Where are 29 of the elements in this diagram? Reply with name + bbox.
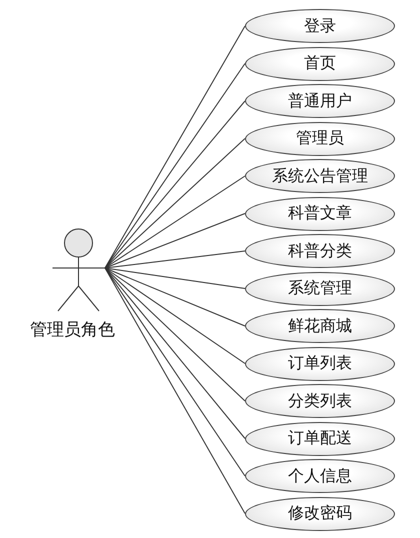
association-line [104,138,246,268]
use-case-ellipse: 系统管理 [245,272,395,306]
use-case-ellipse: 首页 [245,46,395,80]
use-case-ellipse: 修改密码 [245,496,395,530]
use-case-ellipse: 管理员 [245,122,395,156]
association-line [104,250,246,268]
use-case-ellipse: 系统公告管理 [245,159,395,193]
association-line [104,213,246,268]
association-line [104,26,246,268]
use-case-ellipse: 分类列表 [245,384,395,418]
actor-label: 管理员角色 [30,319,115,341]
use-case-ellipse: 订单列表 [245,346,395,380]
association-line [104,268,246,326]
association-line [104,176,246,268]
association-line [104,268,246,402]
use-case-ellipse: 科普分类 [245,234,395,268]
association-line [104,63,246,268]
association-line [104,268,246,289]
association-line [104,268,246,364]
association-line [104,268,246,476]
use-case-ellipse: 鲜花商城 [245,309,395,343]
use-case-ellipse: 登录 [245,9,395,43]
use-case-ellipse: 个人信息 [245,459,395,493]
association-line [104,268,246,514]
use-case-ellipse: 科普文章 [245,196,395,230]
association-line [104,268,246,439]
use-case-ellipse: 订单配送 [245,422,395,456]
use-case-ellipse: 普通用户 [245,84,395,118]
association-line [104,100,246,268]
